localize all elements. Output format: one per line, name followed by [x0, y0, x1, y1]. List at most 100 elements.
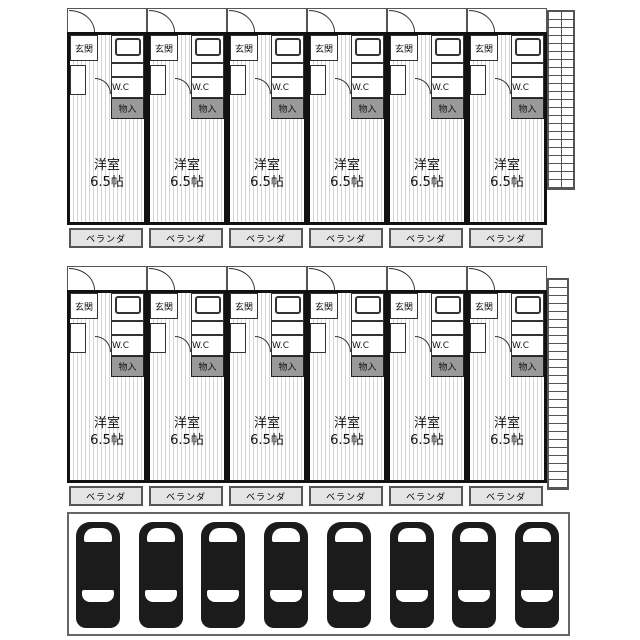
- bathtub-icon: [435, 296, 461, 314]
- wc-label: W.C: [351, 77, 384, 98]
- balcony-label: ベランダ: [389, 486, 463, 506]
- storage-label: 物入: [511, 356, 544, 377]
- wc-label: W.C: [111, 335, 144, 356]
- bathtub-icon: [195, 296, 221, 314]
- bathtub-icon: [355, 38, 381, 56]
- washbasin-icon: [191, 63, 224, 77]
- storage-label: 物入: [431, 356, 464, 377]
- kitchen-icon: [230, 65, 246, 95]
- bathtub-icon: [115, 38, 141, 56]
- kitchen-icon: [470, 65, 486, 95]
- room-size-label: 6.5帖: [490, 175, 524, 190]
- kitchen-icon: [230, 323, 246, 353]
- bathtub-icon: [355, 296, 381, 314]
- entrance-label: 玄関: [390, 35, 418, 61]
- storage-label: 物入: [191, 356, 224, 377]
- room-type-label: 洋室: [413, 416, 440, 431]
- wc-label: W.C: [511, 335, 544, 356]
- entrance-label: 玄関: [230, 293, 258, 319]
- entrance-label: 玄関: [310, 35, 338, 61]
- washbasin-icon: [111, 321, 144, 335]
- car-icon: [452, 522, 497, 628]
- entrance-label: 玄関: [150, 35, 178, 61]
- wc-label: W.C: [351, 335, 384, 356]
- storage-label: 物入: [271, 356, 304, 377]
- car-icon: [76, 522, 120, 628]
- wc-label: W.C: [191, 77, 224, 98]
- car-icon: [264, 522, 309, 628]
- parking-lot: [67, 512, 570, 636]
- wc-label: W.C: [191, 335, 224, 356]
- storage-label: 物入: [351, 98, 384, 119]
- wc-label: W.C: [111, 77, 144, 98]
- wc-label: W.C: [271, 335, 304, 356]
- kitchen-icon: [390, 323, 406, 353]
- storage-label: 物入: [351, 356, 384, 377]
- wc-label: W.C: [511, 77, 544, 98]
- room-type-label: 洋室: [253, 158, 280, 173]
- entrance-label: 玄関: [470, 35, 498, 61]
- entrance-label: 玄関: [230, 35, 258, 61]
- balcony-label: ベランダ: [229, 486, 303, 506]
- wc-label: W.C: [431, 77, 464, 98]
- stair-handrail: [561, 10, 562, 190]
- kitchen-icon: [150, 323, 166, 353]
- entrance-label: 玄関: [70, 293, 98, 319]
- kitchen-icon: [150, 65, 166, 95]
- bathtub-icon: [275, 296, 301, 314]
- entrance-label: 玄関: [310, 293, 338, 319]
- washbasin-icon: [351, 63, 384, 77]
- car-icon: [201, 522, 246, 628]
- entrance-label: 玄関: [70, 35, 98, 61]
- room-size-label: 6.5帖: [250, 433, 284, 448]
- room-size-label: 6.5帖: [250, 175, 284, 190]
- washbasin-icon: [271, 321, 304, 335]
- balcony-label: ベランダ: [69, 228, 143, 248]
- bathtub-icon: [115, 296, 141, 314]
- wc-label: W.C: [431, 335, 464, 356]
- storage-label: 物入: [111, 98, 144, 119]
- bathtub-icon: [515, 296, 541, 314]
- car-icon: [326, 522, 371, 628]
- balcony-label: ベランダ: [69, 486, 143, 506]
- kitchen-icon: [70, 65, 86, 95]
- entrance-label: 玄関: [390, 293, 418, 319]
- storage-label: 物入: [511, 98, 544, 119]
- room-type-label: 洋室: [93, 416, 120, 431]
- washbasin-icon: [431, 321, 464, 335]
- room-size-label: 6.5帖: [330, 433, 364, 448]
- room-size-label: 6.5帖: [410, 433, 444, 448]
- room-size-label: 6.5帖: [170, 433, 204, 448]
- room-type-label: 洋室: [253, 416, 280, 431]
- room-type-label: 洋室: [333, 158, 360, 173]
- car-icon: [514, 522, 559, 628]
- unit-room: [307, 32, 387, 225]
- washbasin-icon: [351, 321, 384, 335]
- washbasin-icon: [511, 321, 544, 335]
- room-size-label: 6.5帖: [170, 175, 204, 190]
- storage-label: 物入: [271, 98, 304, 119]
- balcony-label: ベランダ: [469, 228, 543, 248]
- room-type-label: 洋室: [173, 158, 200, 173]
- kitchen-icon: [390, 65, 406, 95]
- bathtub-icon: [515, 38, 541, 56]
- kitchen-icon: [310, 65, 326, 95]
- washbasin-icon: [271, 63, 304, 77]
- room-type-label: 洋室: [493, 158, 520, 173]
- entrance-label: 玄関: [470, 293, 498, 319]
- balcony-label: ベランダ: [389, 228, 463, 248]
- balcony-label: ベランダ: [469, 486, 543, 506]
- storage-label: 物入: [191, 98, 224, 119]
- room-type-label: 洋室: [93, 158, 120, 173]
- balcony-label: ベランダ: [149, 228, 223, 248]
- car-icon: [389, 522, 434, 628]
- kitchen-icon: [470, 323, 486, 353]
- wc-label: W.C: [271, 77, 304, 98]
- entrance-label: 玄関: [150, 293, 178, 319]
- room-size-label: 6.5帖: [490, 433, 524, 448]
- room-type-label: 洋室: [493, 416, 520, 431]
- balcony-label: ベランダ: [309, 486, 383, 506]
- room-size-label: 6.5帖: [90, 175, 124, 190]
- room-size-label: 6.5帖: [90, 433, 124, 448]
